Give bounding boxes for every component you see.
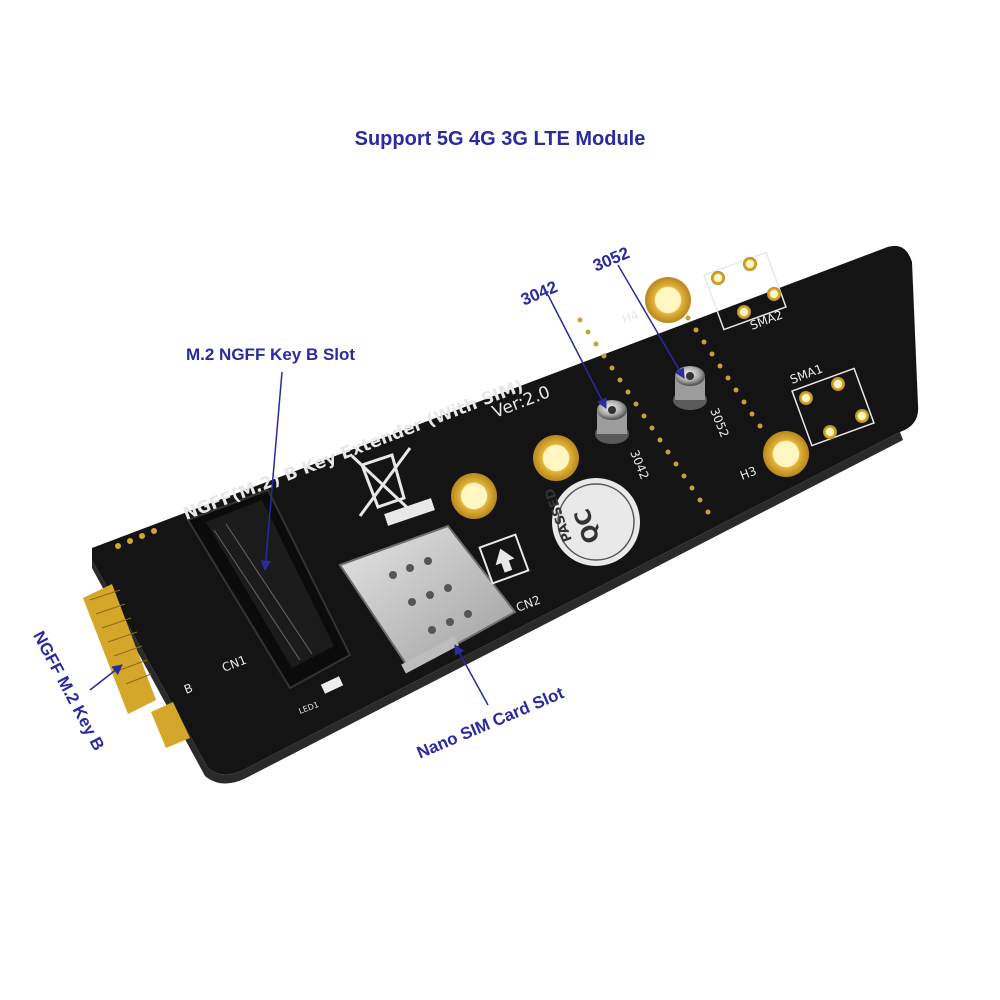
standoff-3042	[595, 400, 629, 444]
h3-text: H3	[738, 464, 759, 483]
mount-hole-h4	[645, 277, 691, 323]
keyb-arrow	[89, 664, 123, 691]
h4-text: H4	[620, 308, 641, 327]
gold-fingers	[83, 584, 156, 714]
weee-symbol	[350, 447, 435, 526]
sma2-pads	[703, 251, 787, 331]
gold-fingers-key	[151, 702, 190, 748]
standoff-3052	[673, 366, 707, 410]
mount-hole-h3	[763, 431, 809, 477]
sim-slot	[338, 524, 517, 674]
m3052-arrow	[617, 264, 685, 379]
m2-slot-connector	[186, 488, 352, 690]
sim-arrow	[454, 644, 489, 706]
mount-hole	[533, 435, 579, 481]
headline: Support 5G 4G 3G LTE Module	[354, 128, 646, 150]
mount-hole	[451, 473, 497, 519]
slot-arrow	[260, 371, 283, 572]
sma1-pads	[791, 367, 875, 447]
m3042-arrow	[547, 294, 607, 409]
slot-callout: M.2 NGFF Key B Slot	[186, 345, 356, 364]
